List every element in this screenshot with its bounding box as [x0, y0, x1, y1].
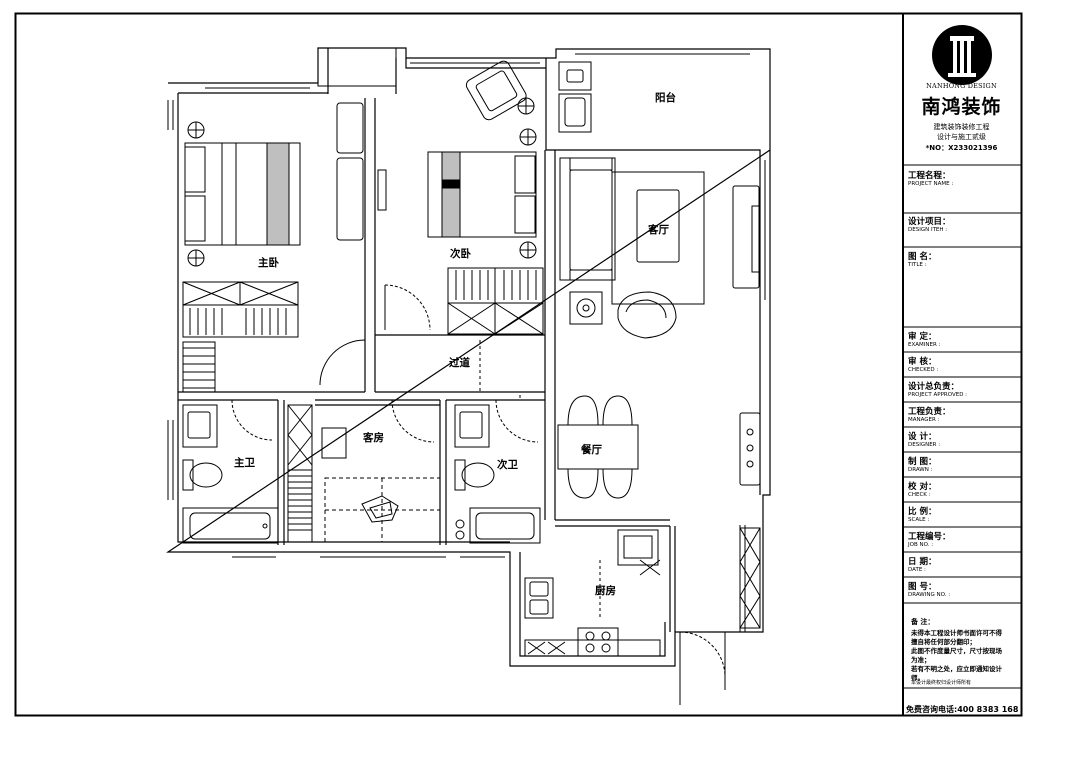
- field-project-approved: 设计总负责：PROJECT APPROVED :: [908, 382, 968, 398]
- field-job-no: 工程编号：JOB NO. :: [908, 532, 951, 548]
- field-designer: 设 计：DESIGNER :: [908, 432, 941, 448]
- field-date: 日 期：DATE :: [908, 557, 937, 573]
- field-title: 图 名：TITLE :: [908, 252, 937, 268]
- hotline: 免费咨询电话:400 8383 168: [906, 705, 1019, 714]
- brand-subtitle-2: 设计与施工贰级: [937, 133, 986, 141]
- field-examiner: 审 定：EXAMINER :: [908, 332, 941, 348]
- field-design-item: 设计项目：DESIGN ITEH :: [908, 217, 951, 233]
- room-label-living-room: 客厅: [648, 224, 669, 236]
- note-line: 此图不作度量尺寸，尺寸按现场: [911, 647, 1002, 655]
- second-wardrobe: [447, 267, 544, 335]
- guest-room-furniture: [287, 404, 441, 543]
- master-desk: [336, 102, 387, 241]
- brand-name-en: NANHONG DESIGN: [926, 82, 997, 90]
- kitchen-cabinet-right: [739, 527, 761, 629]
- field-check: 校 对：CHECK :: [908, 482, 937, 498]
- sofa: [559, 157, 705, 325]
- windows: [167, 48, 771, 632]
- field-checked: 审 核：CHECKED :: [908, 357, 939, 373]
- note-line: 未得本工程设计师书面许可不得: [911, 629, 1002, 637]
- brand-subtitle-1: 建筑装饰装修工程: [933, 123, 990, 131]
- dining-table: [557, 395, 639, 499]
- room-label-master-bedroom: 主卧: [258, 257, 279, 269]
- room-label-guest-room: 客房: [363, 432, 384, 444]
- doors: [231, 284, 726, 705]
- master-wardrobe: [182, 281, 299, 393]
- second-bath-fixtures: [454, 404, 541, 544]
- room-label-second-bedroom: 次卧: [450, 248, 471, 260]
- cert-number: *NO：X233021396: [925, 144, 998, 152]
- master-bath-fixtures: [182, 404, 279, 544]
- note-line: 为准；: [911, 656, 931, 664]
- living-armchair: [617, 291, 677, 339]
- field-project-name: 工程名程：PROJECT NAME :: [908, 171, 954, 187]
- room-label-corridor: 过道: [449, 357, 470, 369]
- floor-plan: [166, 47, 771, 705]
- wall-cabinet-right: [739, 412, 761, 486]
- master-bed: [184, 121, 301, 267]
- brand-logo: [932, 25, 992, 85]
- armchair-bedroom2: [465, 60, 535, 121]
- kitchen-fixtures: [524, 529, 661, 657]
- field-drawing-no: 图 号：DRAWING NO. :: [908, 582, 951, 598]
- room-label-second-bath: 次卫: [497, 459, 518, 471]
- copyright-note: 本设计最终权归设计师所有: [911, 680, 972, 686]
- title-block-grid: [903, 164, 1021, 689]
- brand-name-cn: 南鸿装饰: [921, 96, 1002, 118]
- field-drawn: 制 图：DRAWN :: [908, 457, 937, 473]
- notes-title: 备 注：: [911, 618, 935, 626]
- title-block: NANHONG DESIGN 南鸿装饰 建筑装饰装修工程 设计与施工贰级 *NO…: [903, 12, 1020, 715]
- sheet-outer-border: [14, 12, 1023, 717]
- room-label-dining-room: 餐厅: [581, 444, 602, 456]
- note-line: 若有不明之处，应立即通知设计: [911, 665, 1002, 673]
- second-bed: [427, 128, 537, 259]
- balcony-fixtures: [558, 61, 592, 133]
- dashed-guides: [479, 340, 601, 620]
- field-manager: 工程负责：MANAGER :: [908, 407, 951, 423]
- field-scale: 比 例：SCALE :: [908, 507, 937, 523]
- room-label-master-bath: 主卫: [234, 457, 255, 469]
- bay-window: [317, 47, 397, 87]
- room-label-balcony: 阳台: [655, 92, 676, 104]
- room-label-kitchen: 厨房: [595, 585, 616, 597]
- tv-cabinet: [732, 185, 761, 289]
- note-line: 师。: [911, 674, 924, 682]
- note-line: 擅自将任何部分翻印；: [911, 638, 976, 646]
